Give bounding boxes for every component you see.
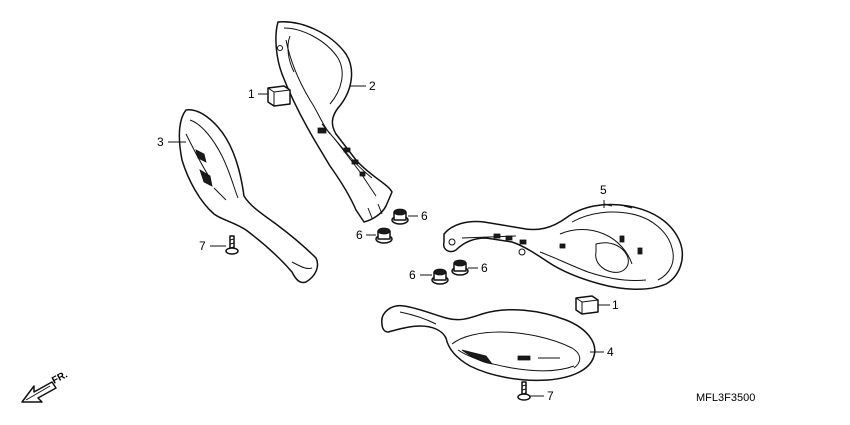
callout-5: 5 (600, 183, 607, 197)
callout-7-right: 7 (547, 389, 554, 403)
part-7-screw-right (517, 381, 531, 401)
callout-1-lower: 1 (612, 298, 619, 312)
part-6-grommet-c (431, 268, 449, 285)
callout-6-a: 6 (421, 209, 428, 223)
callout-6-b: 6 (356, 228, 363, 242)
part-6-grommet-b (375, 227, 393, 244)
part-7-screw-left (225, 235, 239, 255)
part-6-grommet-a (391, 208, 409, 225)
callout-6-d: 6 (481, 261, 488, 275)
callout-7-left: 7 (199, 239, 206, 253)
diagram-code: MFL3F3500 (696, 392, 755, 404)
callout-2: 2 (369, 79, 376, 93)
part-2-mirror-housing (275, 21, 393, 223)
part-5-mirror-housing-right (442, 203, 684, 291)
front-direction-label: FR. (50, 369, 70, 386)
part-1-rubber-block-lower (575, 295, 599, 315)
callout-4: 4 (607, 345, 614, 359)
leader-lines (168, 85, 610, 397)
callout-6-c: 6 (409, 268, 416, 282)
callout-3: 3 (157, 135, 164, 149)
part-1-rubber-block-upper (267, 85, 291, 107)
callout-1-upper: 1 (248, 87, 255, 101)
front-direction-arrow: FR. (21, 369, 70, 403)
part-4-mirror-cover-right (381, 304, 596, 382)
part-6-grommet-d (451, 259, 469, 276)
part-3-mirror-cover-left (178, 109, 319, 284)
